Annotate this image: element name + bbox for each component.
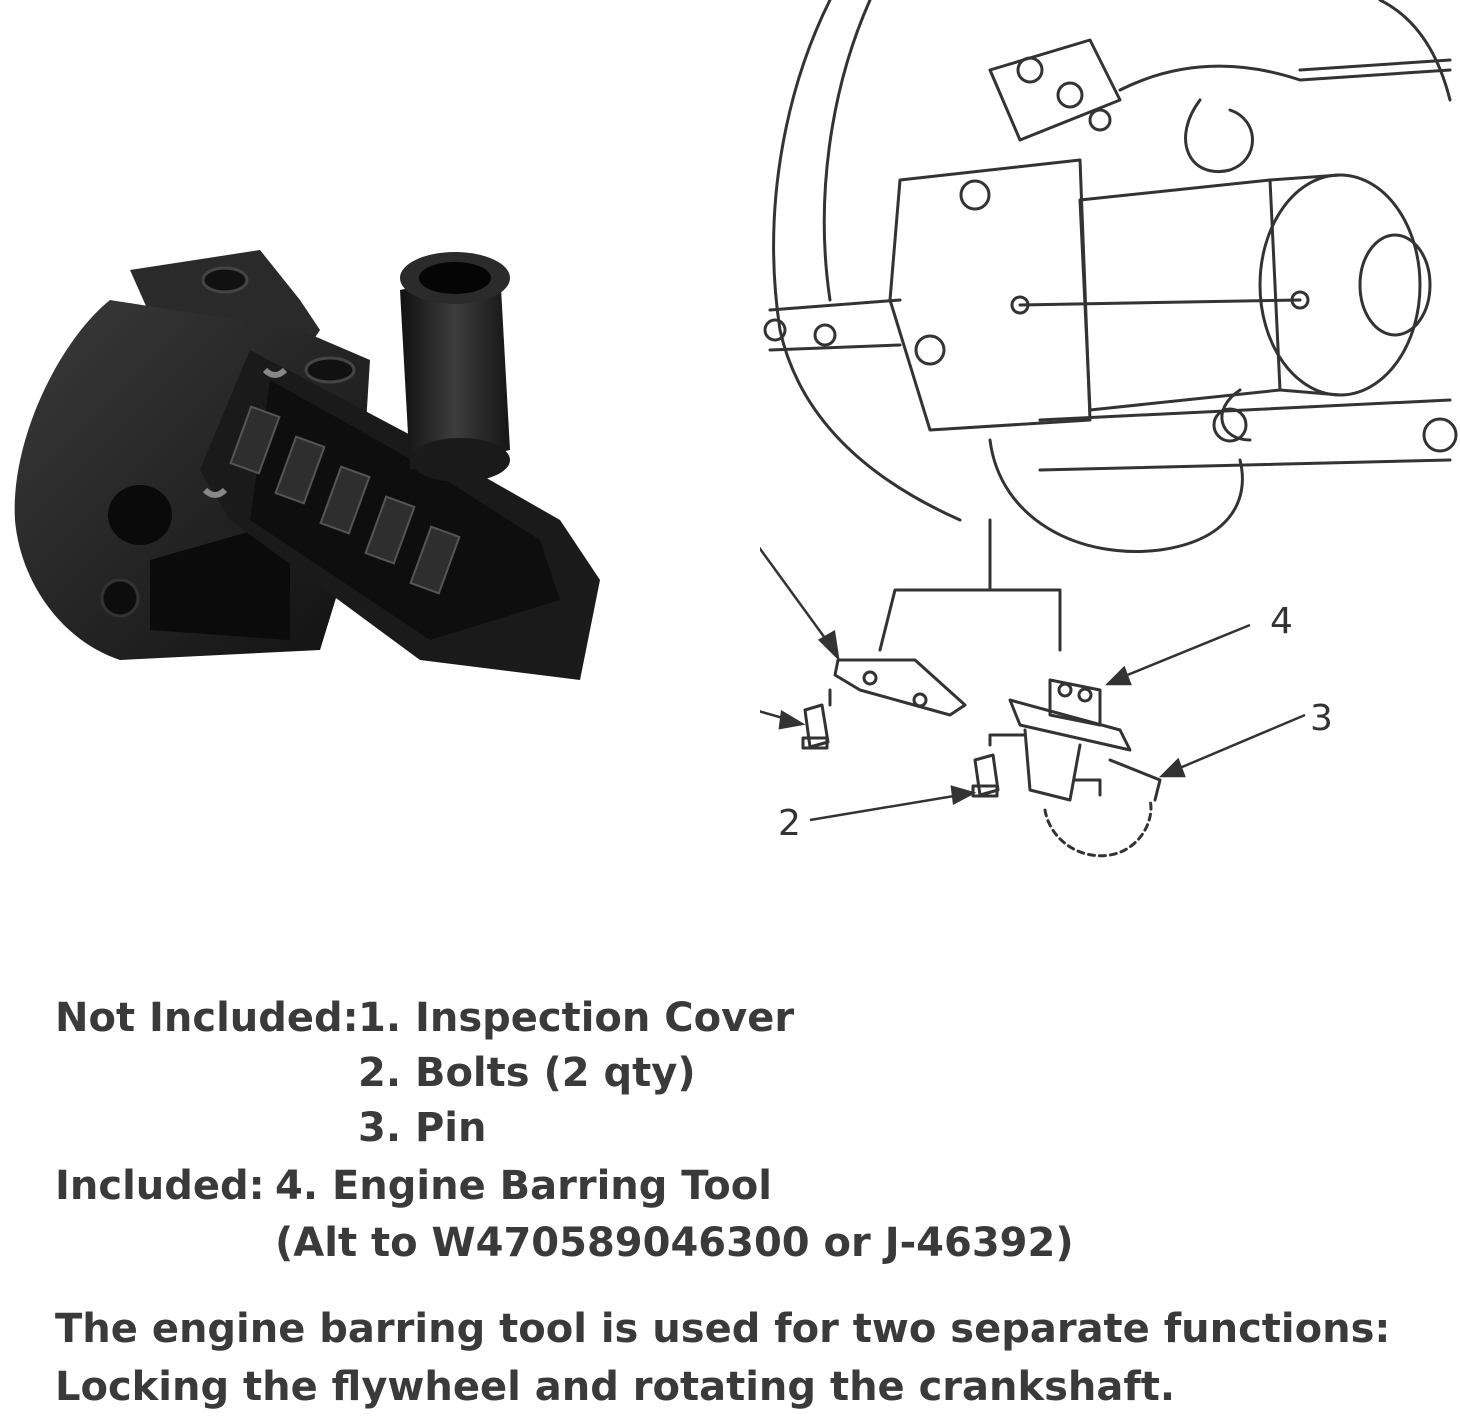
included-item: (Alt to W470589046300 or J-46392) <box>275 1220 1074 1266</box>
tool-description: The engine barring tool is used for two … <box>55 1300 1390 1416</box>
callout-4: 4 <box>1270 601 1293 642</box>
not-included-item: 3. Pin <box>358 1105 487 1151</box>
callout-3: 3 <box>1310 698 1333 739</box>
installation-diagram: 1 2 2 3 4 <box>760 0 1458 858</box>
callout-2-lower: 2 <box>778 803 801 844</box>
not-included-item: 2. Bolts (2 qty) <box>358 1050 696 1096</box>
barring-tool-photo <box>14 250 600 680</box>
not-included-label: Not Included: <box>55 995 359 1041</box>
leader-lines <box>760 546 1306 822</box>
included-label: Included: <box>55 1163 265 1209</box>
description-line: Locking the flywheel and rotating the cr… <box>55 1364 1176 1410</box>
description-line: The engine barring tool is used for two … <box>55 1306 1391 1352</box>
line-art <box>763 0 1458 858</box>
not-included-item: 1. Inspection Cover <box>358 995 795 1041</box>
included-item: 4. Engine Barring Tool <box>275 1163 772 1209</box>
